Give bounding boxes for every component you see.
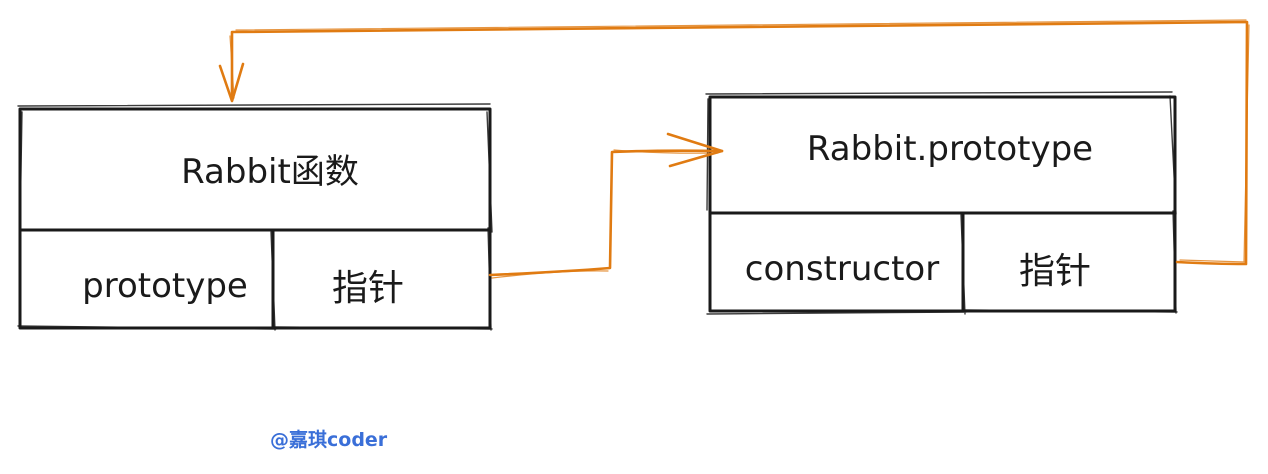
- left-node-title: Rabbit函数: [181, 152, 359, 192]
- left-node-field-value: 指针: [332, 268, 404, 309]
- arrow-constructor-line-sketch: [229, 19, 1250, 263]
- left-node-title-box-sketch: [17, 103, 493, 233]
- left-node-field-value-sketch: [272, 227, 493, 331]
- right-node-field-value: 指针: [1019, 251, 1091, 292]
- arrow-prototype-line-sketch: [491, 149, 719, 279]
- arrow-prototype-head: [666, 132, 724, 168]
- watermark: @嘉琪coder: [270, 428, 388, 451]
- right-node-field-name: constructor: [745, 249, 939, 289]
- right-node-title: Rabbit.prototype: [807, 129, 1093, 169]
- arrow-prototype-to-object: [488, 132, 724, 279]
- arrow-constructor-head: [218, 62, 245, 103]
- arrow-prototype-line: [488, 149, 724, 277]
- right-node: Rabbit.prototype constructor 指针: [705, 91, 1178, 315]
- left-node-field-name: prototype: [82, 266, 248, 306]
- arrow-constructor-to-function: [218, 19, 1250, 266]
- arrow-constructor-line: [230, 20, 1249, 266]
- left-node: Rabbit函数 prototype 指针: [17, 103, 493, 331]
- right-node-field-value-sketch: [962, 210, 1178, 314]
